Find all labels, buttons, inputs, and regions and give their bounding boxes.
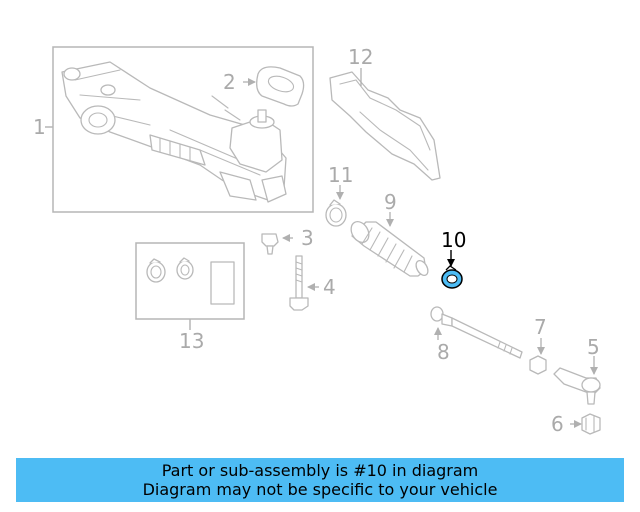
banner-line-2: Diagram may not be specific to your vehi… [142, 480, 498, 499]
part-7-jam-nut [529, 338, 547, 375]
callout-5: 5 [587, 335, 600, 359]
part-2-mount-bushing [243, 66, 305, 107]
part-13-boot-kit [135, 242, 245, 330]
callout-9: 9 [384, 190, 397, 214]
part-8-inner-tie-rod [430, 306, 523, 359]
callout-13: 13 [179, 329, 204, 353]
callout-3: 3 [301, 226, 314, 250]
part-11-boot-clamp [325, 185, 347, 227]
callout-12: 12 [348, 45, 373, 69]
callout-4: 4 [323, 275, 336, 299]
callout-10-highlighted: 10 [441, 228, 466, 252]
part-info-banner: Part or sub-assembly is #10 in diagram D… [16, 458, 624, 502]
part-9-bellows-boot [350, 212, 429, 277]
callout-2: 2 [223, 70, 236, 94]
part-5-outer-tie-rod-end [553, 356, 601, 405]
banner-line-1: Part or sub-assembly is #10 in diagram [161, 461, 479, 480]
callout-11: 11 [328, 163, 353, 187]
part-3-bolt [261, 233, 293, 255]
part-6-nut [570, 413, 601, 435]
callout-7: 7 [534, 315, 547, 339]
callout-8: 8 [437, 340, 450, 364]
callout-6: 6 [551, 412, 564, 436]
part-10-boot-clamp-highlighted [441, 250, 463, 289]
part-12-heat-shield [329, 68, 441, 181]
callout-1: 1 [33, 115, 46, 139]
part-4-mounting-bolt [289, 255, 319, 311]
part-1-steering-gear [45, 46, 314, 213]
